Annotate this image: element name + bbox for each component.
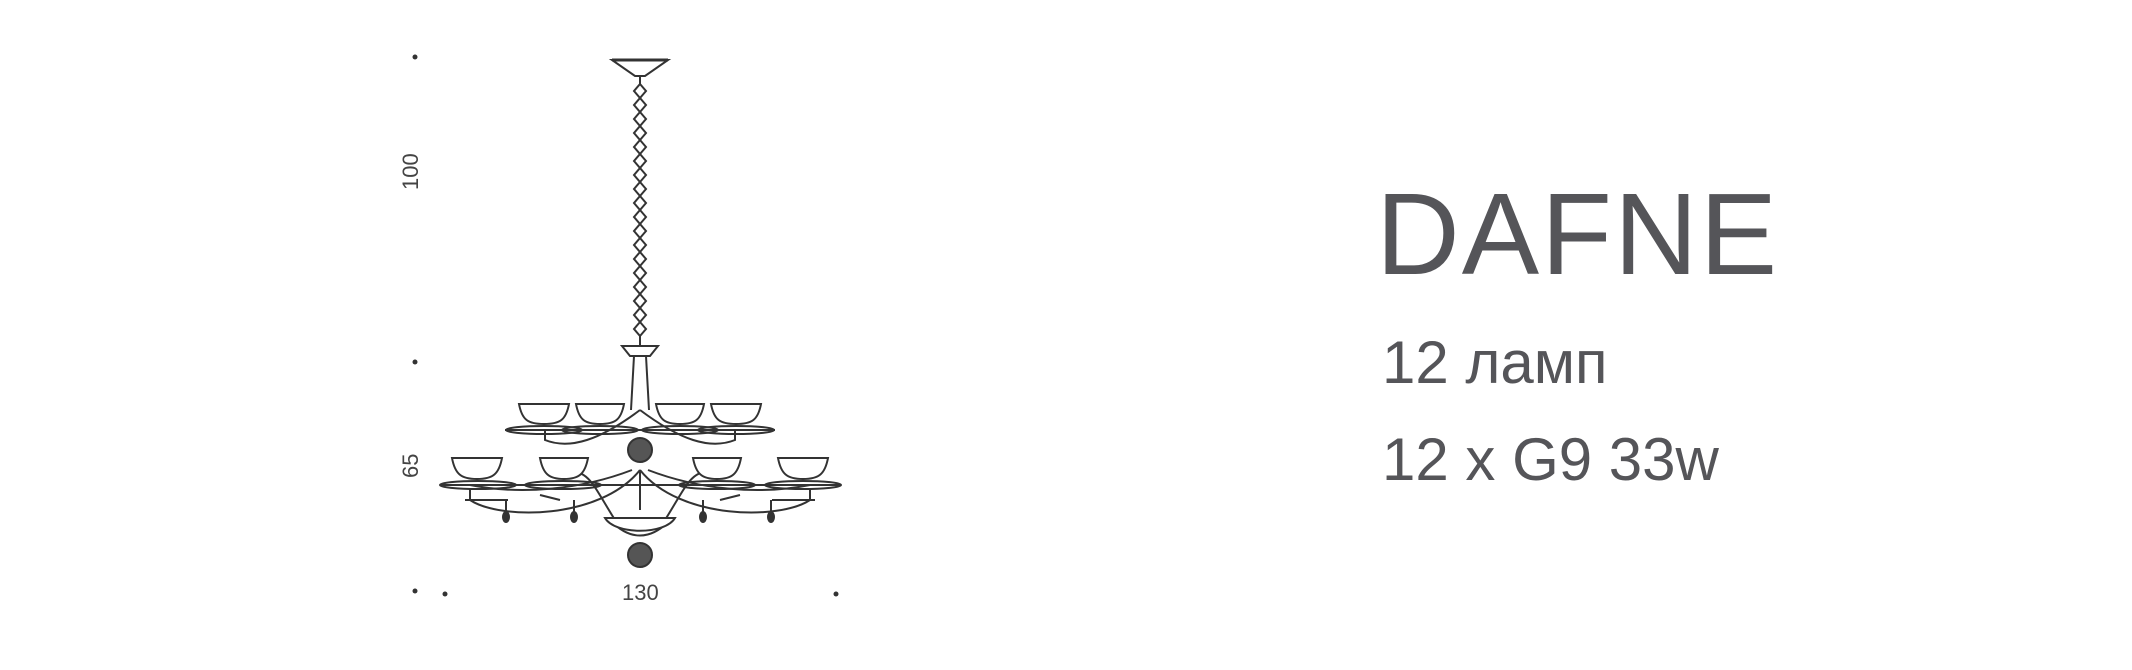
arms (465, 409, 815, 537)
height-upper-label: 100 (398, 153, 423, 190)
center-sphere (627, 437, 653, 463)
lower-plates (439, 480, 842, 490)
dimension-markers (412, 54, 839, 597)
bottom-sphere (627, 542, 653, 568)
width-label: 130 (622, 580, 659, 605)
lower-cups (450, 457, 830, 481)
chain (632, 76, 648, 346)
lamp-count: 12 ламп (1382, 329, 1608, 396)
upper-cups (517, 403, 763, 426)
ceiling-canopy (608, 59, 672, 77)
upper-plates (505, 425, 775, 435)
drop-pendants (502, 500, 775, 523)
top-cup (619, 345, 661, 357)
stem (630, 355, 650, 411)
product-name: DAFNE (1376, 169, 1780, 299)
bulb-spec: 12 x G9 33w (1382, 426, 1719, 493)
height-lower-label: 65 (398, 453, 423, 478)
